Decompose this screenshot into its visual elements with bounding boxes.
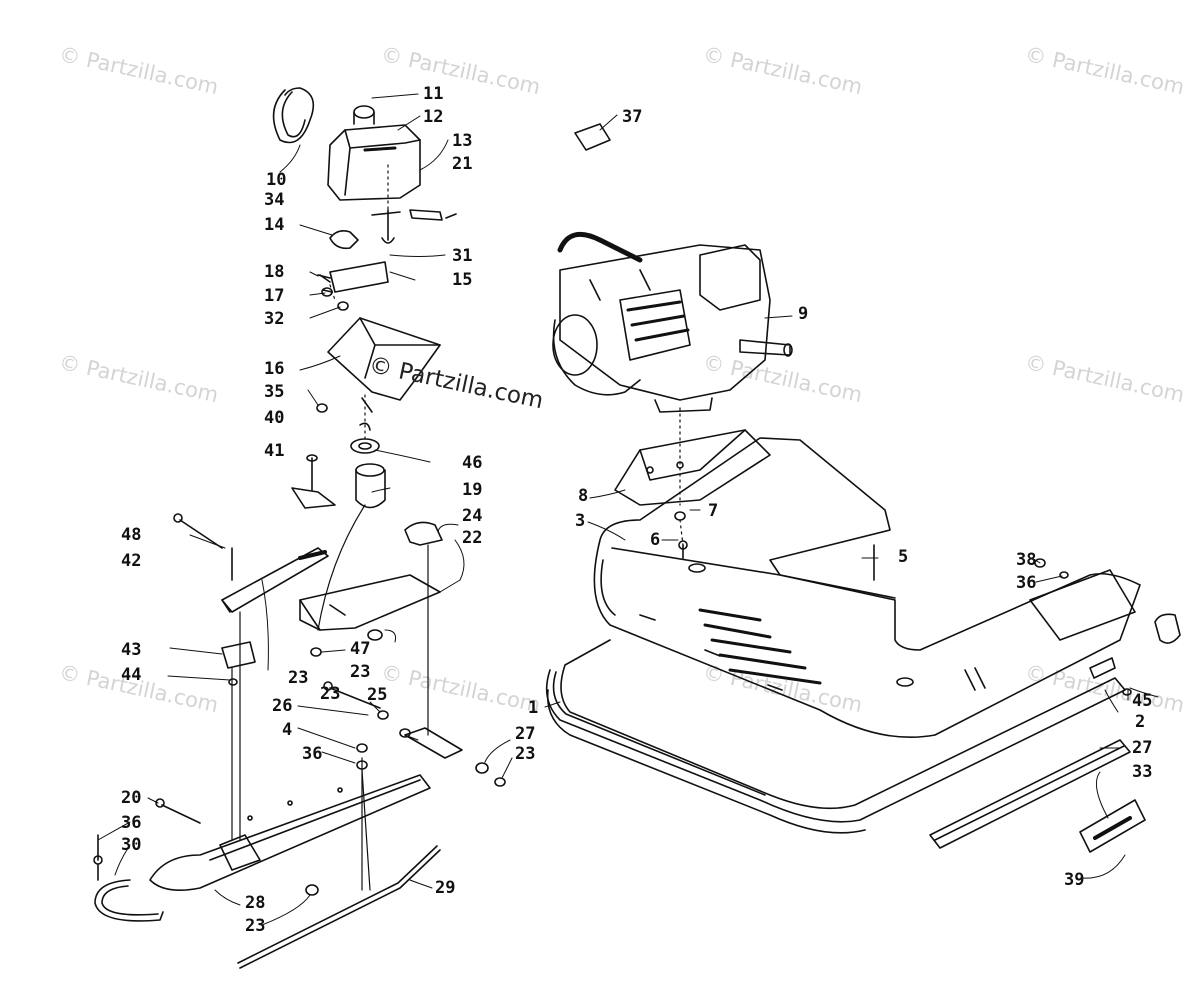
callout-35: 34	[264, 190, 285, 210]
callout-36: 35	[264, 382, 285, 402]
callout-37: 36	[121, 813, 142, 833]
callout-27: 27	[515, 724, 536, 744]
skeg	[237, 845, 441, 969]
loop-handle	[94, 879, 164, 922]
bolt-20	[155, 798, 201, 824]
bolts	[93, 274, 875, 881]
pad	[329, 261, 389, 293]
fuel-lines	[329, 209, 457, 250]
callout-34: 33	[1132, 762, 1153, 782]
callout-2: 2	[1135, 712, 1146, 732]
ski	[149, 774, 431, 891]
callout-48: 47	[350, 639, 371, 659]
callout-20: 20	[121, 788, 142, 808]
skid-rail	[545, 639, 1126, 834]
bushing	[221, 641, 256, 669]
callout-36: 36	[1016, 573, 1037, 593]
assembly-lines	[231, 504, 429, 891]
decal	[574, 123, 611, 151]
callout-44: 43	[121, 640, 142, 660]
callout-10: 10	[266, 170, 287, 190]
engine	[552, 231, 793, 413]
callout-29: 28	[245, 893, 266, 913]
spindle	[399, 727, 463, 759]
callout-31: 30	[121, 835, 142, 855]
callout-40: 39	[1064, 870, 1085, 890]
callout-22: 22	[462, 528, 483, 548]
callout-41: 40	[264, 408, 285, 428]
callout-18: 18	[264, 262, 285, 282]
callout-5: 5	[898, 547, 909, 567]
callout-13: 13	[452, 131, 473, 151]
alignment-lines	[329, 164, 684, 546]
steering-post	[350, 397, 386, 509]
engine-mount	[614, 429, 771, 506]
spindle-arm	[299, 574, 441, 641]
clamp	[404, 521, 443, 546]
tank-strap	[272, 87, 315, 144]
callout-9: 9	[798, 304, 809, 324]
callout-17: 17	[264, 286, 285, 306]
callout-36: 36	[302, 744, 323, 764]
callout-1: 1	[528, 698, 539, 718]
callout-6: 6	[650, 530, 661, 550]
callout-28: 27	[1132, 738, 1153, 758]
steering-bracket	[317, 274, 441, 401]
steering-arm	[221, 547, 329, 613]
callout-4: 4	[282, 720, 293, 740]
plate	[291, 454, 336, 509]
callout-27: 26	[272, 696, 293, 716]
leader-lines	[97, 93, 1159, 926]
callout-38: 37	[622, 107, 643, 127]
callout-14: 14	[264, 215, 285, 235]
callout-8: 8	[578, 486, 589, 506]
callout-23: 23	[245, 916, 266, 936]
callout-26: 25	[367, 685, 388, 705]
callout-3: 3	[575, 511, 586, 531]
callout-39: 38	[1016, 550, 1037, 570]
callout-7: 7	[708, 501, 719, 521]
bumper-cap	[1154, 613, 1181, 644]
callout-43: 42	[121, 551, 142, 571]
hitch-bracket	[1089, 657, 1116, 679]
callout-24: 23	[288, 668, 309, 688]
callout-12: 12	[423, 107, 444, 127]
callout-46: 45	[1132, 691, 1153, 711]
callout-33: 32	[264, 309, 285, 329]
callout-21: 21	[452, 154, 473, 174]
callout-42: 41	[264, 441, 285, 461]
tub-pan	[593, 437, 1141, 738]
callout-30: 29	[435, 878, 456, 898]
callout-23: 23	[350, 662, 371, 682]
tail-light	[1079, 799, 1146, 853]
fuel-tank	[327, 105, 421, 201]
callout-32: 31	[452, 246, 473, 266]
callout-15: 15	[452, 270, 473, 290]
callout-16: 16	[264, 359, 285, 379]
callout-23: 23	[515, 744, 536, 764]
callout-49: 48	[121, 525, 142, 545]
callout-47: 46	[462, 453, 483, 473]
bumper-strip	[929, 739, 1131, 849]
callout-11: 11	[423, 84, 444, 104]
callout-45: 44	[121, 665, 142, 685]
callout-24-label: 23	[320, 684, 341, 704]
callout-25: 24	[462, 506, 483, 526]
callout-19: 19	[462, 480, 483, 500]
